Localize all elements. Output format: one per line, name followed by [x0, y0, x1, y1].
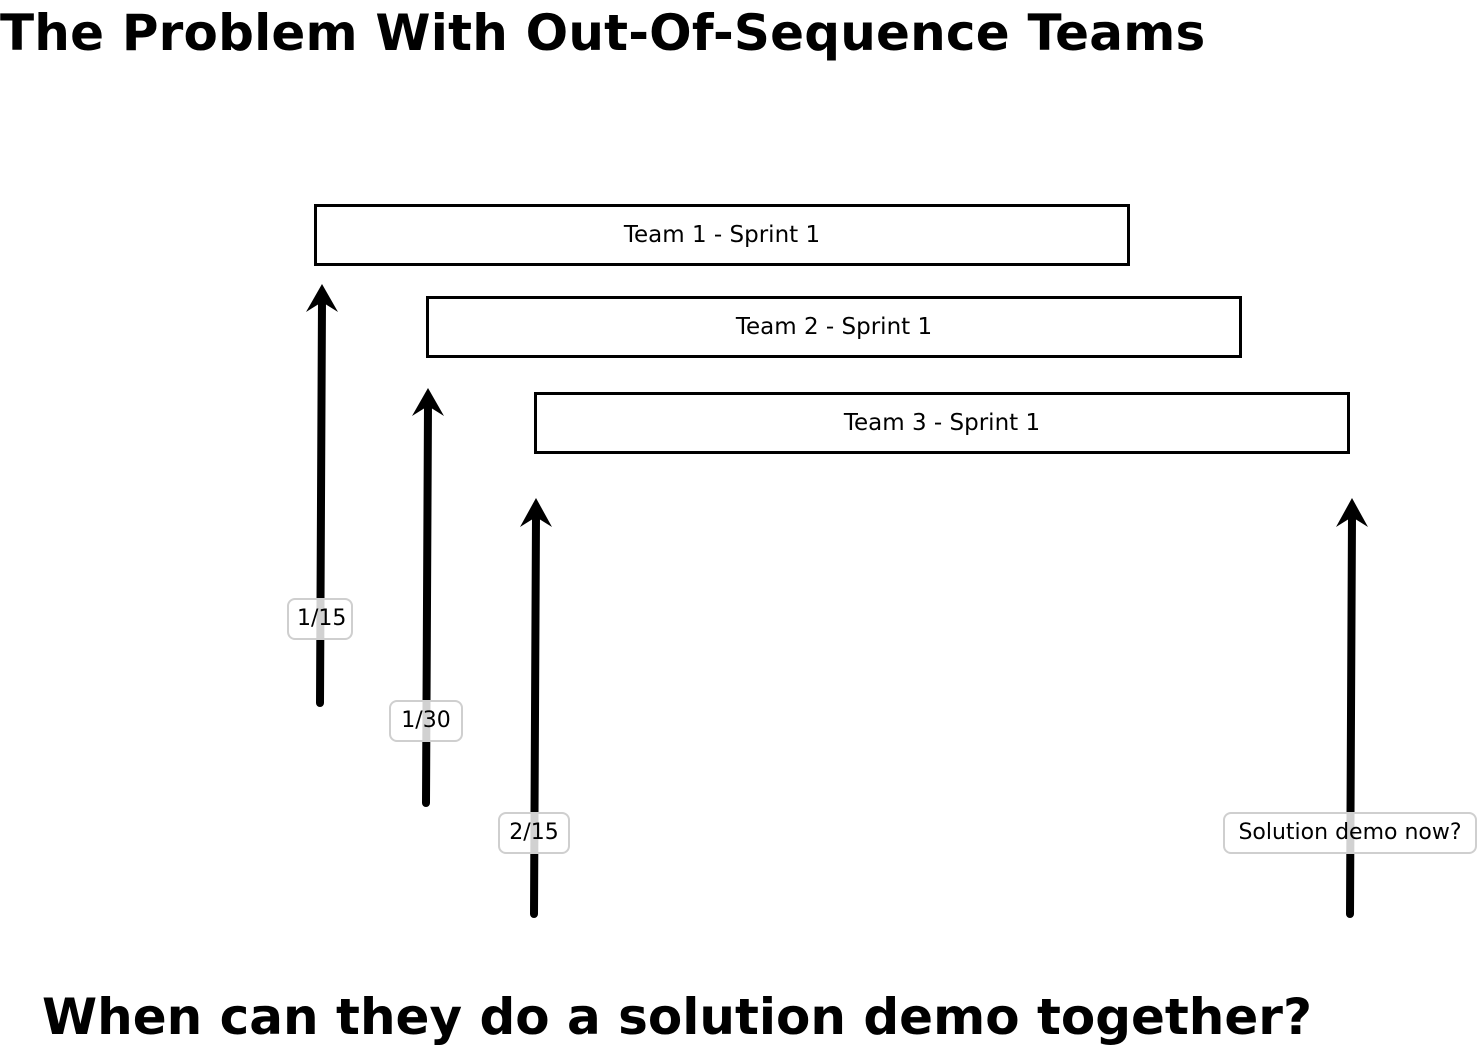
team-1-sprint-1-bar: Team 1 - Sprint 1 — [314, 204, 1130, 266]
arrow-head-team-2 — [412, 388, 444, 416]
arrow-team-3-start — [530, 512, 540, 918]
diagram-question: When can they do a solution demo togethe… — [42, 988, 1312, 1046]
arrow-head-team-1 — [306, 284, 338, 312]
arrow-head-solution-demo — [1336, 498, 1368, 527]
solution-demo-label: Solution demo now? — [1223, 812, 1477, 854]
date-label-1-15: 1/15 — [287, 598, 353, 640]
arrow-team-2-start — [422, 400, 432, 807]
team-2-sprint-1-label: Team 2 - Sprint 1 — [735, 314, 933, 340]
team-1-sprint-1-label: Team 1 - Sprint 1 — [623, 222, 821, 248]
date-label-1-30: 1/30 — [389, 700, 463, 742]
date-label-2-15: 2/15 — [498, 812, 570, 854]
diagram-title: The Problem With Out-Of-Sequence Teams — [0, 4, 1206, 62]
arrow-team-1-start — [316, 296, 326, 707]
team-3-sprint-1-bar: Team 3 - Sprint 1 — [534, 392, 1350, 454]
team-2-sprint-1-bar: Team 2 - Sprint 1 — [426, 296, 1242, 358]
arrow-solution-demo — [1346, 512, 1356, 918]
arrow-head-team-3 — [520, 498, 552, 527]
team-3-sprint-1-label: Team 3 - Sprint 1 — [843, 410, 1041, 436]
